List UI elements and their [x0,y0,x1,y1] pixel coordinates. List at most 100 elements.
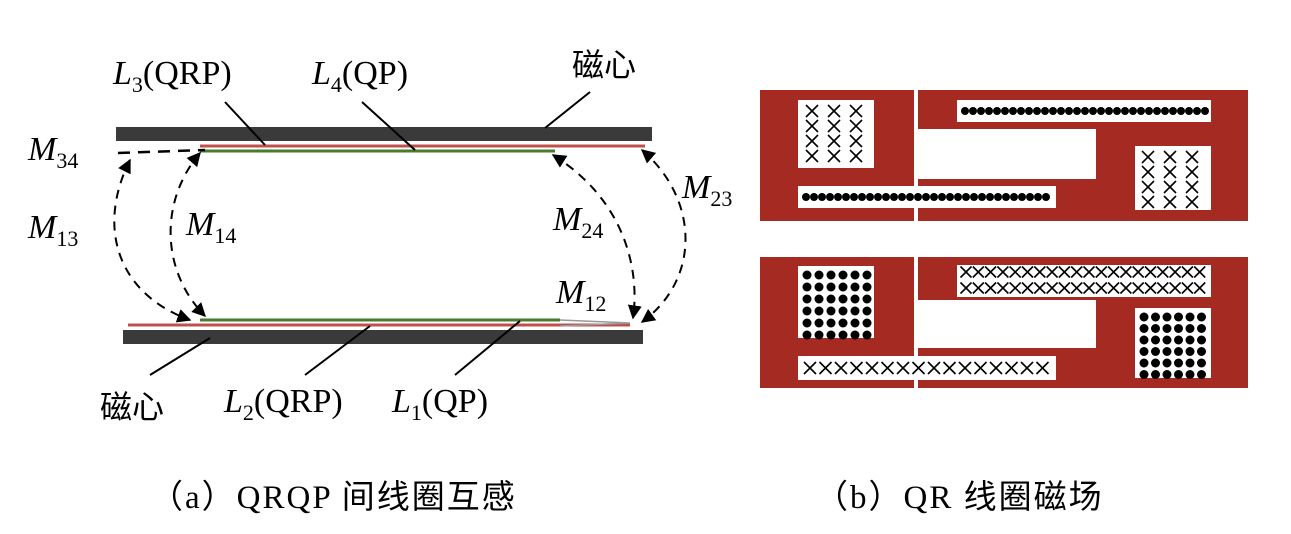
dot-mark [1185,107,1193,115]
cross-mark [1033,281,1046,295]
dot-mark [866,193,874,201]
dot-mark [1174,347,1183,356]
cross-mark [865,361,879,375]
dot-mark [938,193,946,201]
cross-mark [1132,265,1145,279]
dot-mark [961,107,969,115]
dot-mark [1002,193,1010,201]
dot-mark [986,193,994,201]
cross-mark [1119,265,1132,279]
dot-mark [1137,107,1145,115]
dot-mark [969,107,977,115]
upper-gap [918,129,1096,179]
dot-mark [1065,107,1073,115]
dot-mark [1169,107,1177,115]
lower-window-bottom [798,356,1056,380]
dot-mark [1174,335,1183,345]
cross-mark [1058,265,1071,279]
dot-mark [826,294,836,304]
label-m12: M12 [555,274,606,316]
upper-coil-block [760,90,1248,221]
dot-mark [850,193,858,201]
dot-mark [1041,107,1049,115]
lower-gap [918,300,1096,348]
cross-mark [1144,265,1157,279]
bottom-core [123,330,643,344]
dot-mark [970,193,978,201]
dot-mark [862,270,872,280]
cross-mark [1132,281,1145,295]
dot-mark [814,270,824,280]
label-l4: L4(QP) [311,55,408,97]
dot-mark [850,282,860,292]
dot-mark [810,193,818,201]
dot-mark [802,270,812,280]
cross-mark [1070,281,1083,295]
cross-mark [1141,180,1155,194]
lower-coil-block [760,257,1248,388]
cross-mark [1082,281,1096,295]
dot-mark [1162,347,1172,356]
dot-mark [954,193,962,201]
dot-mark [850,294,860,304]
dot-mark [1017,107,1025,115]
dot-mark [826,306,836,316]
dot-mark [1174,324,1183,333]
label-l3: L3(QRP) [112,55,232,97]
label-core-bottom: 磁心 [100,388,164,426]
dot-mark [1139,370,1149,379]
dot-mark [1145,107,1153,115]
dot-mark [1139,312,1149,322]
dot-mark [1105,107,1113,115]
dot-mark [1161,107,1169,115]
dot-mark [814,306,824,316]
dot-mark [962,193,970,201]
dot-mark [1113,107,1121,115]
dot-mark [906,193,914,201]
dot-mark [1033,107,1041,115]
dot-mark [838,270,848,280]
m14-arc [169,151,206,318]
dot-mark [1139,358,1149,368]
dot-mark [802,330,812,340]
dot-mark [814,294,824,304]
leader-l2 [304,325,371,376]
dot-mark [826,318,836,328]
cross-mark [1070,265,1083,279]
cross-mark [1141,195,1155,209]
cross-mark [972,265,985,279]
cross-mark [911,361,926,375]
cross-mark [818,361,833,375]
dot-mark [1197,335,1206,345]
dot-mark [826,282,836,292]
dot-mark [1162,370,1172,379]
cross-mark [1169,265,1182,279]
dot-mark [1151,347,1160,356]
cross-mark [989,361,1003,375]
dot-mark [1197,358,1206,368]
dot-mark [1185,358,1195,368]
cross-mark [1119,281,1132,295]
cross-mark [959,281,973,295]
cross-mark [942,361,957,375]
dot-mark [1197,312,1206,322]
dot-mark [850,270,860,280]
dot-mark [838,306,848,316]
dot-mark [1197,370,1206,379]
dot-mark [1162,324,1172,333]
dot-mark [1177,107,1185,115]
leader-core-bottom [149,337,211,376]
dot-mark [862,306,872,316]
caption-b: （b）QR 线圈磁场 [815,479,1104,516]
dot-mark [1197,347,1206,356]
cross-mark [1107,281,1120,295]
m23-arc [640,149,687,323]
cross-mark [1185,195,1199,209]
cross-mark [973,361,988,375]
cross-mark [880,361,895,375]
cross-mark [849,134,863,148]
cross-mark [958,361,972,375]
cross-mark [1107,265,1120,279]
cross-mark [827,119,841,133]
cross-mark [1185,165,1199,179]
